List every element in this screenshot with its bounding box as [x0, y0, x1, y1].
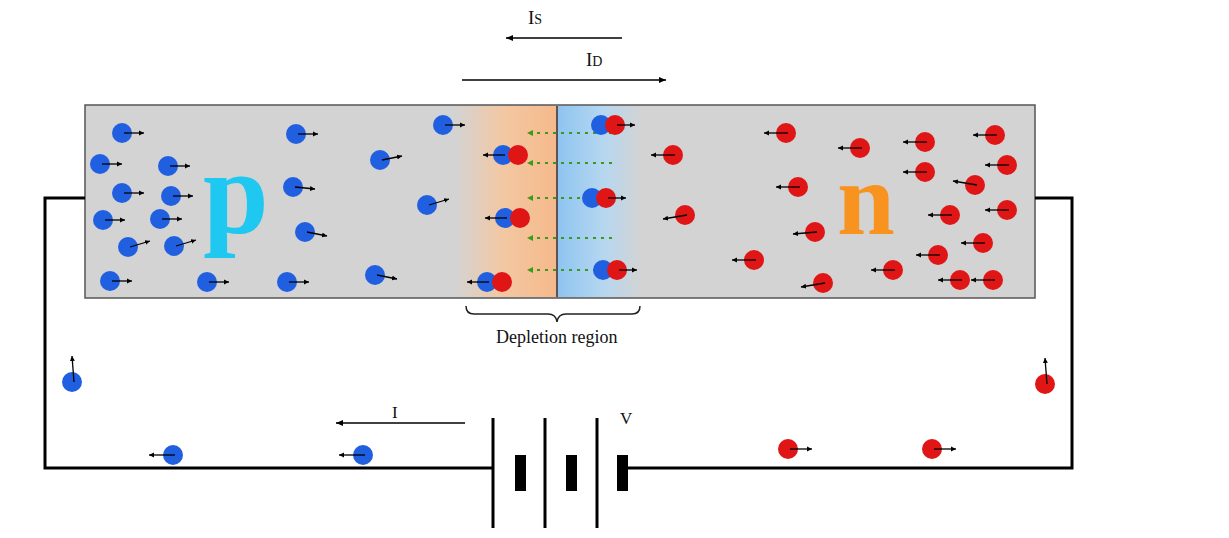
motion-arrow — [961, 242, 985, 243]
motion-arrow — [1045, 358, 1047, 384]
motion-arrow — [985, 164, 1009, 165]
region-label: Depletion region — [496, 328, 617, 346]
current-label: ID — [586, 50, 602, 69]
motion-arrow — [173, 195, 193, 196]
motion-arrow — [382, 156, 402, 160]
motion-arrow — [793, 232, 817, 234]
motion-arrow — [377, 275, 397, 279]
semiconductor-node: pn — [85, 105, 1035, 298]
hole — [365, 265, 385, 285]
motion-arrow — [176, 240, 196, 246]
field-arrow — [527, 237, 612, 239]
motion-arrow — [928, 214, 952, 215]
motion-arrow — [72, 356, 74, 382]
motion-arrow — [938, 279, 962, 280]
current-label: I — [392, 404, 398, 421]
voltage-label: V — [620, 410, 632, 427]
motion-arrow — [170, 165, 190, 166]
motion-arrow — [124, 132, 144, 133]
region-letter: p — [203, 135, 269, 253]
motion-arrow — [102, 163, 122, 164]
i-arrow — [336, 422, 465, 424]
motion-arrow — [445, 124, 465, 125]
motion-arrow — [298, 133, 318, 134]
motion-arrow — [903, 141, 927, 142]
current-label: IS — [528, 8, 542, 27]
id-arrow — [462, 79, 666, 81]
motion-arrow — [663, 215, 687, 219]
is-arrow — [506, 37, 622, 39]
hole — [118, 237, 138, 257]
motion-arrow — [732, 259, 756, 260]
motion-arrow — [971, 279, 995, 280]
motion-arrow — [112, 280, 132, 281]
motion-arrow — [467, 281, 489, 282]
hole — [164, 236, 184, 256]
electron — [510, 208, 530, 228]
motion-arrow — [764, 132, 788, 133]
depletion-p-side — [455, 106, 557, 297]
motion-arrow — [776, 186, 800, 187]
hole — [417, 195, 437, 215]
field-arrow — [527, 162, 612, 164]
motion-arrow — [871, 269, 895, 270]
battery-symbol — [493, 418, 628, 528]
motion-arrow — [105, 219, 125, 220]
motion-arrow — [619, 269, 637, 270]
motion-arrow — [608, 197, 626, 198]
motion-arrow — [801, 283, 825, 287]
region-letter: n — [837, 147, 895, 251]
motion-arrow — [617, 124, 635, 125]
motion-arrow — [124, 192, 144, 193]
semiconductor-bar — [85, 105, 1035, 298]
motion-arrow — [985, 209, 1009, 210]
hole — [370, 150, 390, 170]
motion-arrow — [162, 218, 182, 219]
motion-arrow — [485, 217, 507, 218]
depletion-n-side — [557, 106, 642, 297]
motion-arrow — [429, 199, 449, 205]
charge-carriers — [62, 115, 1055, 465]
electron — [492, 272, 512, 292]
motion-arrow — [916, 254, 940, 255]
motion-arrow — [973, 134, 997, 135]
motion-arrow — [149, 454, 175, 455]
depletion-brace — [466, 306, 640, 322]
electron — [1035, 374, 1055, 394]
hole — [295, 222, 315, 242]
motion-arrow — [953, 181, 977, 185]
motion-arrow — [790, 448, 812, 449]
electron — [508, 145, 528, 165]
motion-arrow — [903, 171, 927, 172]
motion-arrow — [289, 281, 309, 282]
motion-arrow — [483, 154, 505, 155]
motion-arrow — [209, 281, 229, 282]
motion-arrow — [934, 448, 956, 449]
motion-arrow — [295, 187, 315, 189]
motion-arrow — [339, 454, 365, 455]
motion-arrow — [130, 241, 150, 247]
hole — [62, 372, 82, 392]
motion-arrow — [307, 232, 327, 236]
motion-arrow — [651, 154, 675, 155]
junction-line — [556, 106, 558, 297]
